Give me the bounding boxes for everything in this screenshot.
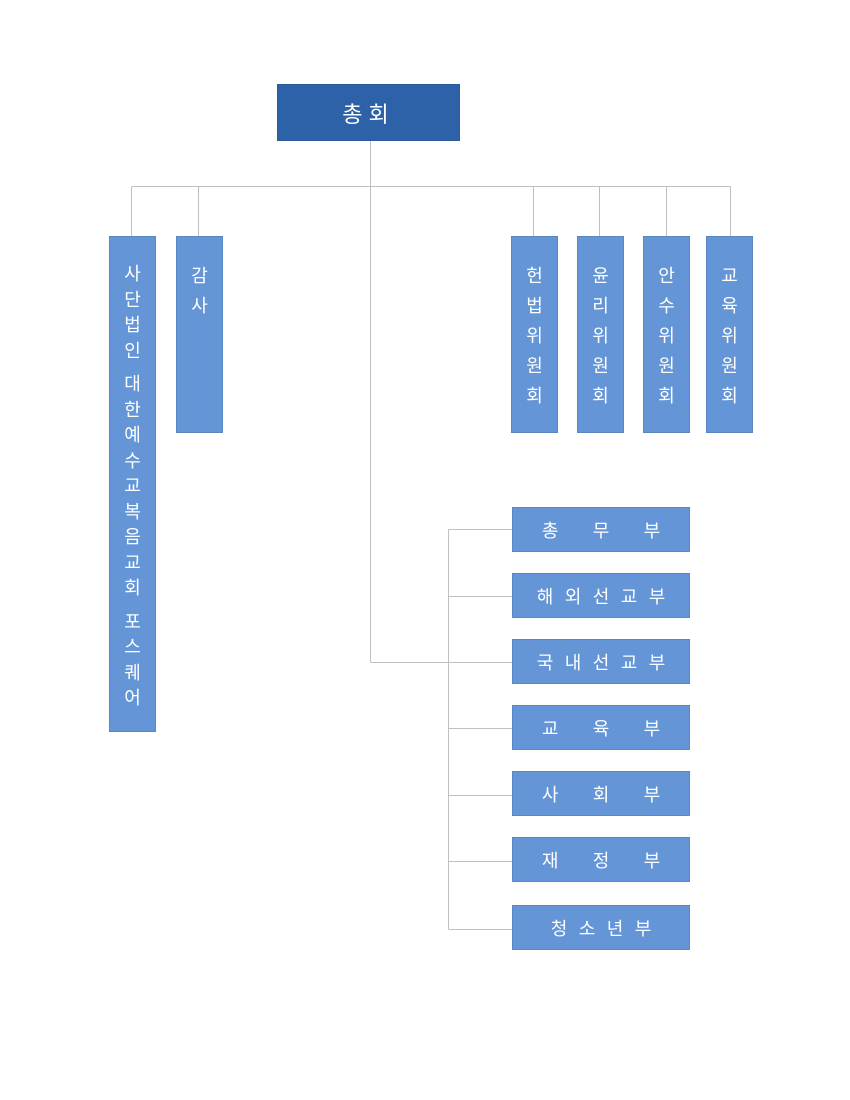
label-char: 교	[124, 552, 141, 574]
label-char: 위	[592, 326, 609, 347]
label-char: 원	[526, 356, 543, 377]
label-char: 법	[124, 315, 141, 336]
label-char: 한	[124, 399, 141, 421]
label-char: 원	[592, 356, 609, 377]
label-char: 교	[721, 266, 738, 287]
label-char: 복	[124, 501, 141, 523]
label-char: 사	[191, 296, 208, 317]
label-char: 원	[721, 356, 738, 377]
label-char: 포	[124, 611, 141, 633]
root-node-label: 총회	[342, 102, 395, 128]
label-char: 대	[124, 374, 141, 395]
label-char: 회	[526, 386, 543, 407]
label-char: 수	[124, 450, 141, 472]
label-char: 헌	[526, 266, 543, 287]
label-char: 사	[124, 264, 141, 285]
department-label: 국 내 선 교 부	[536, 652, 666, 674]
label-char: 퀘	[124, 662, 141, 684]
label-char: 법	[526, 296, 543, 317]
department-label: 재 정 부	[541, 850, 661, 872]
label-char: 인	[124, 340, 141, 362]
label-char: 회	[592, 386, 609, 407]
label-char: 회	[721, 386, 738, 407]
root-node: 총회	[277, 84, 460, 141]
label-char: 안	[658, 266, 675, 287]
department-label: 사 회 부	[541, 784, 661, 806]
department-node-overseas-missions: 해 외 선 교 부	[512, 573, 690, 618]
label-char: 원	[658, 356, 675, 377]
department-node-social: 사 회 부	[512, 771, 690, 816]
department-label: 해 외 선 교 부	[536, 586, 666, 608]
label-char: 스	[124, 637, 141, 658]
department-node-finance: 재 정 부	[512, 837, 690, 882]
label-char: 육	[721, 296, 738, 317]
label-char: 예	[124, 425, 141, 446]
label-char: 회	[124, 578, 141, 599]
label-char: 교	[124, 476, 141, 497]
department-node-domestic-missions: 국 내 선 교 부	[512, 639, 690, 684]
department-node-general-affairs: 총 무 부	[512, 507, 690, 552]
department-label: 청 소 년 부	[550, 918, 652, 940]
label-char: 윤	[592, 266, 609, 287]
label-char: 위	[658, 326, 675, 347]
department-label: 총 무 부	[541, 520, 661, 542]
label-char: 리	[592, 296, 609, 317]
department-label: 교 육 부	[541, 718, 661, 740]
label-char: 어	[124, 688, 141, 709]
label-char: 회	[658, 386, 675, 407]
label-char: 음	[124, 527, 141, 548]
label-char: 감	[191, 266, 208, 287]
label-char: 수	[658, 296, 675, 317]
label-char: 위	[721, 326, 738, 347]
label-char: 단	[124, 289, 141, 311]
department-node-education: 교 육 부	[512, 705, 690, 750]
department-node-youth: 청 소 년 부	[512, 905, 690, 950]
label-char: 위	[526, 326, 543, 347]
